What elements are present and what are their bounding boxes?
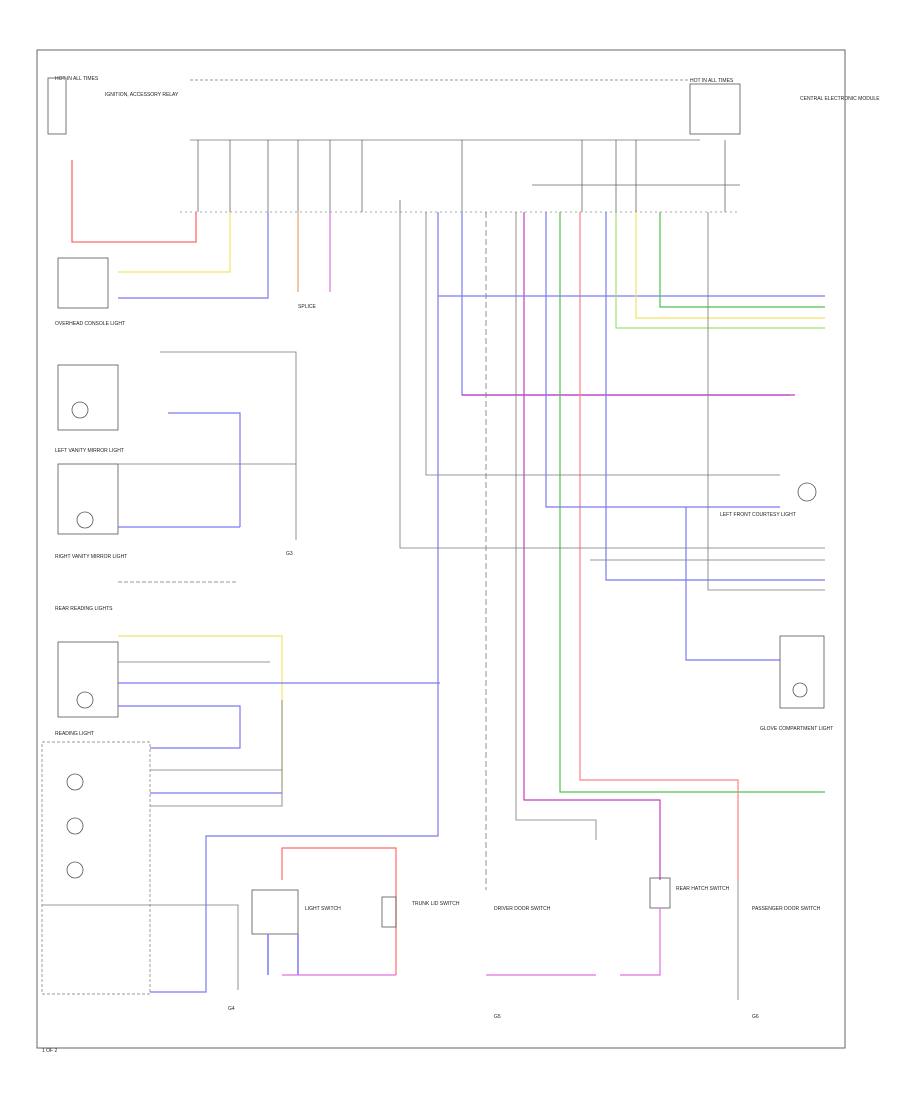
left-courtesy-label: LEFT FRONT COURTESY LIGHT bbox=[720, 512, 796, 518]
right-module-label: CENTRAL ELECTRONIC MODULE bbox=[800, 96, 880, 102]
blue-wire-rear-2 bbox=[118, 705, 241, 749]
light-switch-label: LIGHT SWITCH bbox=[305, 906, 341, 912]
gray-wire-reading-3 bbox=[42, 904, 239, 990]
gray-wire-right-6 bbox=[707, 212, 825, 591]
blue-wire-reading-bottom bbox=[150, 212, 439, 993]
yellow-wire-right bbox=[635, 212, 825, 319]
trunk-lid-label: TRUNK LID SWITCH bbox=[412, 901, 460, 907]
right-vanity-label: RIGHT VANITY MIRROR LIGHT bbox=[55, 554, 127, 560]
bulb-left-vanity bbox=[76, 511, 94, 529]
hot-right-label: HOT IN ALL TIMES bbox=[690, 78, 734, 84]
magenta-wire-pass bbox=[620, 908, 661, 976]
bulb-overhead bbox=[71, 401, 89, 419]
yellow-wire-top bbox=[118, 212, 231, 273]
fuse-box-left bbox=[47, 77, 67, 135]
ignition-label: IGNITION, ACCESSORY RELAY bbox=[105, 92, 179, 98]
gray-wire-overhead bbox=[160, 351, 297, 540]
glove-box-label: GLOVE COMPARTMENT LIGHT bbox=[760, 726, 833, 732]
rear-lid-switch-box bbox=[649, 877, 671, 909]
glove-box-bulb bbox=[792, 682, 808, 698]
reading-light-label: READING LIGHT bbox=[55, 731, 94, 737]
ground-g4: G6 bbox=[752, 1014, 759, 1020]
bulb-reading-1 bbox=[66, 773, 84, 791]
gray-wire-reading-2 bbox=[150, 700, 283, 807]
blue-wire-central-1 bbox=[461, 212, 790, 396]
fuse-box-right bbox=[689, 83, 741, 135]
rear-reading-label: REAR READING LIGHTS bbox=[55, 606, 113, 612]
reading-light-box bbox=[41, 741, 151, 995]
trunk-switch-box bbox=[57, 257, 109, 309]
blue-wire-top bbox=[118, 212, 269, 299]
green-wire-central bbox=[559, 212, 825, 793]
hot-left-label: HOT IN ALL TIMES bbox=[55, 76, 99, 82]
left-vanity-label: LEFT VANITY MIRROR LIGHT bbox=[55, 448, 124, 454]
diagram-frame bbox=[36, 49, 846, 1049]
gray-wire-central-3 bbox=[515, 212, 597, 840]
glove-box-component bbox=[779, 635, 825, 709]
splice-label-top: SPLICE bbox=[298, 304, 316, 310]
overhead-label: OVERHEAD CONSOLE LIGHT bbox=[55, 321, 125, 327]
trunk-lid-switch-box bbox=[381, 896, 397, 928]
overhead-light-box bbox=[57, 364, 119, 431]
ground-g3: G5 bbox=[494, 1014, 501, 1020]
yellow-wire-rear bbox=[118, 635, 283, 790]
door-switch-label: DRIVER DOOR SWITCH bbox=[494, 906, 551, 912]
pass-door-label: PASSENGER DOOR SWITCH bbox=[752, 906, 821, 912]
left-vanity-box bbox=[57, 463, 119, 535]
ground-g1: G3 bbox=[286, 551, 293, 557]
junction-drops bbox=[197, 140, 740, 212]
ground-g2: G4 bbox=[228, 1006, 235, 1012]
page-number: 1 OF 2 bbox=[42, 1048, 58, 1054]
bulb-reading-3 bbox=[66, 861, 84, 879]
rear-reading-box bbox=[57, 641, 119, 718]
blue-wire-right-5 bbox=[685, 507, 780, 661]
blue-wire-overhead bbox=[168, 412, 241, 527]
rear-lid-label: REAR HATCH SWITCH bbox=[676, 886, 730, 892]
light-switch-box bbox=[251, 889, 299, 935]
gray-wire-long-2 bbox=[425, 212, 780, 476]
red-wire-main bbox=[71, 160, 197, 243]
gray-wire-long bbox=[399, 212, 825, 549]
bulb-rear-reading bbox=[76, 691, 94, 709]
blue-wire-right-3 bbox=[605, 212, 825, 581]
courtesy-light-bulb bbox=[797, 482, 817, 502]
lightgreen-wire-right bbox=[615, 212, 825, 329]
bulb-reading-2 bbox=[66, 817, 84, 835]
magenta-wire-lower bbox=[523, 212, 661, 880]
blue-wire-right-2 bbox=[545, 212, 780, 508]
red-wire-central bbox=[579, 212, 739, 880]
green-wire-right bbox=[659, 212, 825, 308]
